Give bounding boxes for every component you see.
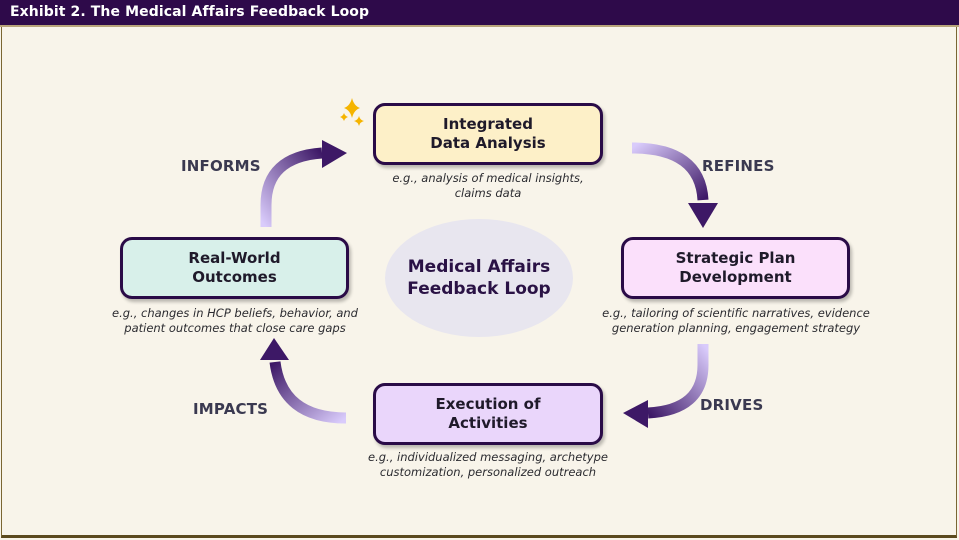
node-execution-description: e.g., individualized messaging, archetyp… <box>338 450 638 480</box>
node-strategic-description: e.g., tailoring of scientific narratives… <box>591 306 881 336</box>
impacts-arrow <box>260 338 347 424</box>
desc-line2: patient outcomes that close care gaps <box>124 321 346 335</box>
node-title-line2: Data Analysis <box>430 134 546 152</box>
desc-line1: e.g., individualized messaging, archetyp… <box>368 450 608 464</box>
node-title-line1: Execution of <box>435 395 541 413</box>
exhibit-header: Exhibit 2. The Medical Affairs Feedback … <box>0 0 959 27</box>
desc-line1: e.g., analysis of medical insights, <box>392 171 584 185</box>
verb-drives: DRIVES <box>700 396 764 414</box>
verb-impacts: IMPACTS <box>193 400 269 418</box>
informs-arrow <box>260 140 347 227</box>
node-realworld-description: e.g., changes in HCP beliefs, behavior, … <box>85 306 385 336</box>
node-execution-of-activities: Execution of Activities <box>373 383 603 445</box>
refines-arrow <box>631 142 718 228</box>
node-real-world-outcomes: Real-World Outcomes <box>120 237 349 299</box>
node-integrated-description: e.g., analysis of medical insights, clai… <box>338 171 638 201</box>
verb-informs: INFORMS <box>181 157 261 175</box>
desc-line2: generation planning, engagement strategy <box>611 321 861 335</box>
drives-arrow <box>623 344 709 428</box>
desc-line2: claims data <box>454 186 522 200</box>
desc-line1: e.g., changes in HCP beliefs, behavior, … <box>112 306 358 320</box>
verb-refines: REFINES <box>702 157 775 175</box>
node-strategic-plan-development: Strategic Plan Development <box>621 237 850 299</box>
node-title-line1: Strategic Plan <box>675 249 796 267</box>
node-title-line1: Real-World <box>188 249 281 267</box>
node-title-line2: Activities <box>448 414 528 432</box>
desc-line2: customization, personalized outreach <box>379 465 597 479</box>
node-integrated-data-analysis: Integrated Data Analysis <box>373 103 603 165</box>
node-title-line2: Development <box>679 268 792 286</box>
exhibit-title: Exhibit 2. The Medical Affairs Feedback … <box>10 4 370 20</box>
center-line2: Feedback Loop <box>407 279 551 299</box>
node-title-line1: Integrated <box>443 115 533 133</box>
center-loop-label: Medical Affairs Feedback Loop <box>385 219 573 337</box>
node-title-line2: Outcomes <box>192 268 277 286</box>
desc-line1: e.g., tailoring of scientific narratives… <box>602 306 870 320</box>
sparkle-icon <box>340 98 364 126</box>
center-line1: Medical Affairs <box>407 257 551 277</box>
